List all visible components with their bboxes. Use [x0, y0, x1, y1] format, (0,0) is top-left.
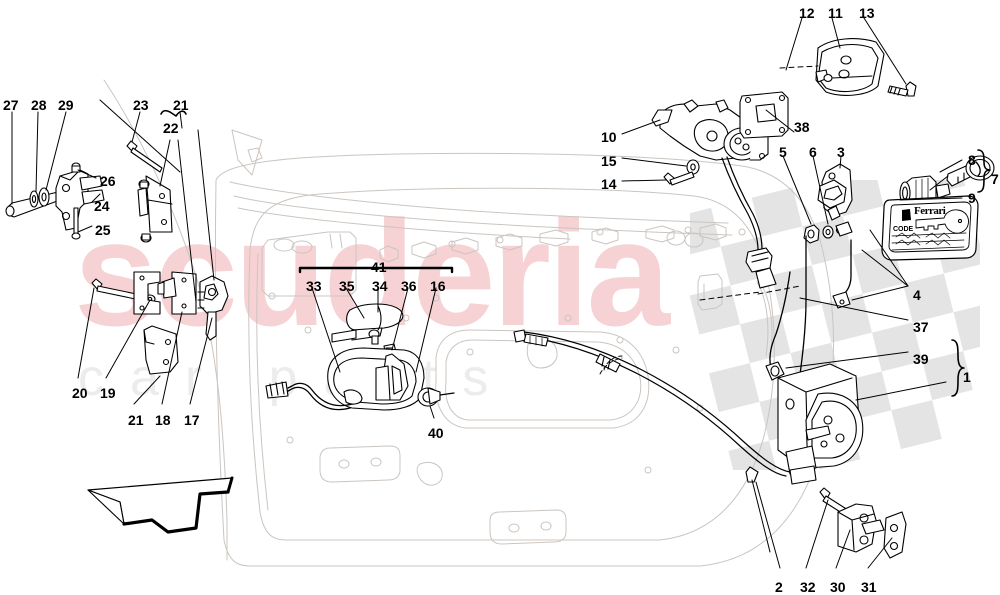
lock-barrel-and-key-group — [803, 155, 995, 244]
lower-hinge-assembly — [745, 466, 907, 559]
callout-30: 30 — [830, 579, 846, 595]
callout-1: 1 — [963, 369, 971, 385]
callout-11: 11 — [828, 5, 843, 21]
callout-13: 13 — [859, 5, 875, 21]
door-latch-assembly — [513, 329, 864, 485]
direction-arrow — [87, 476, 234, 534]
callout-20: 20 — [72, 385, 88, 401]
key-code-card — [881, 195, 979, 261]
lower-front-hinge-assembly — [126, 140, 173, 243]
callout-3: 3 — [837, 144, 845, 160]
callout-2: 2 — [775, 579, 783, 595]
callout-18: 18 — [155, 412, 171, 428]
callout-39: 39 — [913, 351, 929, 367]
callout-38: 38 — [794, 119, 810, 135]
callout-17: 17 — [184, 412, 200, 428]
callout-29: 29 — [58, 97, 74, 113]
callout-16: 16 — [430, 278, 446, 294]
callout-4: 4 — [913, 287, 921, 303]
callout-10: 10 — [601, 129, 617, 145]
callout-27: 27 — [3, 97, 19, 113]
callout-12: 12 — [799, 5, 815, 21]
callout-32: 32 — [800, 579, 816, 595]
callout-15: 15 — [601, 153, 617, 169]
door-check-and-striker-group — [91, 271, 229, 375]
callout-33: 33 — [306, 278, 322, 294]
door-mirror-assembly — [779, 38, 917, 97]
leader-lines — [11, 17, 963, 569]
callout-34: 34 — [372, 278, 388, 294]
callout-28: 28 — [31, 97, 47, 113]
callout-5: 5 — [779, 144, 787, 160]
callout-40: 40 — [428, 425, 444, 441]
interior-handle-group — [265, 266, 455, 411]
lock-rod-linkages — [765, 235, 852, 469]
callout-35: 35 — [339, 278, 355, 294]
callout-7: 7 — [991, 171, 999, 187]
callout-14: 14 — [601, 176, 617, 192]
callout-6: 6 — [809, 144, 817, 160]
callout-31: 31 — [861, 579, 877, 595]
callout-41: 41 — [371, 259, 387, 275]
window-regulator-motor — [651, 91, 789, 289]
callout-22: 22 — [163, 120, 179, 136]
callout-24: 24 — [94, 198, 110, 214]
callout-36: 36 — [401, 278, 417, 294]
callout-25: 25 — [95, 222, 111, 238]
callout-19: 19 — [100, 385, 116, 401]
code-card-code-label: CODE — [893, 226, 914, 233]
callout-9: 9 — [968, 190, 976, 206]
callout-21-lower: 21 — [128, 412, 144, 428]
grouping-brackets — [160, 109, 991, 397]
callout-26: 26 — [100, 173, 116, 189]
callout-37: 37 — [913, 319, 929, 335]
code-card-brand: Ferrari — [914, 205, 946, 217]
callout-23: 23 — [133, 97, 149, 113]
callout-8: 8 — [968, 152, 976, 168]
callout-21: 21 — [173, 97, 189, 113]
